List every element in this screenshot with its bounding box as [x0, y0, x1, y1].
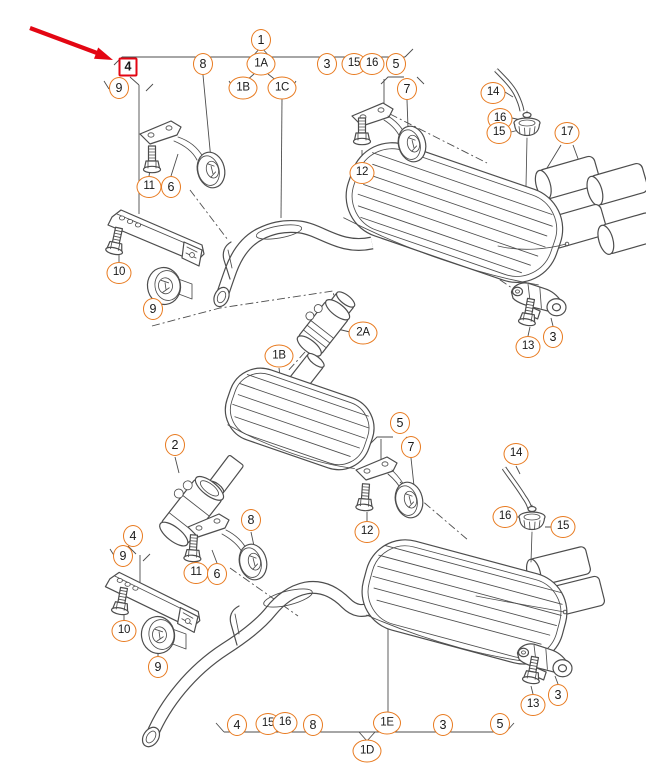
callout-7-2[interactable]: 7 [401, 436, 421, 458]
callout-14-2[interactable]: 14 [503, 443, 529, 465]
callout-6-2[interactable]: 6 [207, 563, 227, 585]
flex-coupling-sleeve [296, 291, 356, 357]
callout-8-2[interactable]: 8 [241, 509, 261, 531]
callout-1[interactable]: 1 [251, 29, 271, 51]
callout-6[interactable]: 6 [161, 176, 181, 198]
callout-1e[interactable]: 1E [373, 711, 401, 735]
callout-2[interactable]: 2 [165, 434, 185, 456]
upper-support-bar [104, 209, 205, 308]
callout-4-2[interactable]: 4 [123, 525, 143, 547]
callout-13-2[interactable]: 13 [520, 694, 546, 716]
callout-16[interactable]: 16 [359, 53, 385, 75]
callout-17[interactable]: 17 [554, 122, 580, 144]
lower-exhaust-valve-actuator [501, 466, 546, 563]
callout-8[interactable]: 8 [193, 53, 213, 75]
callout-13[interactable]: 13 [515, 336, 541, 358]
centre-silencer [224, 367, 375, 471]
upper-exhaust-valve-actuator [494, 68, 541, 187]
valve-cable-upper [497, 243, 567, 250]
clamp-sleeve [159, 475, 225, 547]
highlight-arrow-icon [29, 26, 113, 60]
callout-7[interactable]: 7 [397, 78, 417, 100]
callout-11[interactable]: 11 [136, 176, 162, 198]
callout-9-2[interactable]: 9 [143, 298, 163, 320]
callout-3[interactable]: 3 [317, 53, 337, 75]
callout-16-3[interactable]: 16 [492, 506, 518, 528]
lower-left-hanger-bracket [183, 513, 272, 584]
callout-1a[interactable]: 1A [246, 52, 276, 76]
lower-center-hanger-bracket [355, 456, 428, 522]
lower-support-bar [102, 571, 203, 657]
callout-4-3[interactable]: 4 [227, 714, 247, 736]
upper-rear-silencer [343, 142, 564, 286]
callout-10-2[interactable]: 10 [111, 620, 137, 642]
callout-1b[interactable]: 1B [228, 76, 258, 100]
callout-5[interactable]: 5 [386, 53, 406, 75]
callout-4-highlighted[interactable]: 4 [118, 57, 138, 77]
callout-1b-2[interactable]: 1B [264, 344, 294, 368]
callout-9-4[interactable]: 9 [148, 656, 168, 678]
callout-9-3[interactable]: 9 [113, 545, 133, 567]
callout-1d[interactable]: 1D [352, 739, 382, 763]
callout-3-2[interactable]: 3 [543, 326, 563, 348]
callout-15-3[interactable]: 15 [550, 516, 576, 538]
callout-2a[interactable]: 2A [348, 321, 378, 345]
callout-1c[interactable]: 1C [267, 76, 297, 100]
callout-9[interactable]: 9 [109, 77, 129, 99]
valve-cable-lower [475, 595, 565, 613]
callout-3-4[interactable]: 3 [433, 714, 453, 736]
callout-8-3[interactable]: 8 [303, 714, 323, 736]
upper-center-hanger-bracket [351, 102, 431, 166]
callout-16-4[interactable]: 16 [272, 712, 298, 734]
callout-5-3[interactable]: 5 [490, 713, 510, 735]
callout-12[interactable]: 12 [349, 162, 375, 184]
upper-front-pipe [213, 220, 374, 308]
lower-rear-silencer [361, 539, 568, 665]
callout-10[interactable]: 10 [106, 262, 132, 284]
callout-11-2[interactable]: 11 [183, 562, 209, 584]
callout-12-2[interactable]: 12 [354, 521, 380, 543]
callout-14[interactable]: 14 [480, 82, 506, 104]
callout-3-3[interactable]: 3 [548, 684, 568, 706]
upper-left-hanger-bracket [139, 120, 230, 192]
callout-5-2[interactable]: 5 [390, 412, 410, 434]
callout-15-2[interactable]: 15 [486, 122, 512, 144]
